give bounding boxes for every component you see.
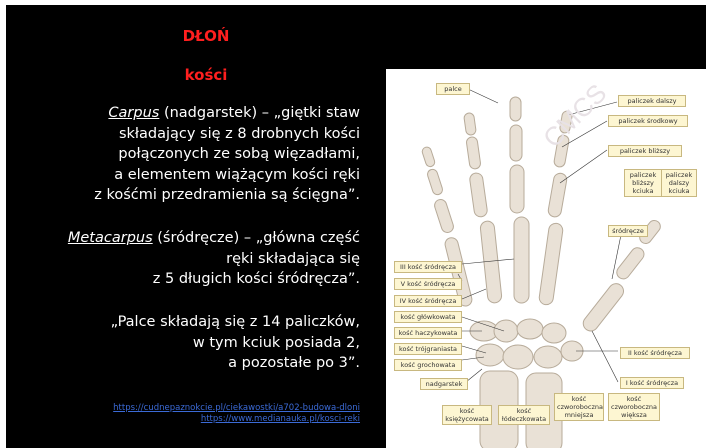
label-srodrecze: śródręcze bbox=[608, 225, 648, 237]
label-nadgarstek: nadgarstek bbox=[420, 378, 468, 390]
label-i-kosc-srodrecza: I kość śródręcza bbox=[620, 377, 684, 389]
label-kosc-ksiezycowata: kość księżycowata bbox=[442, 405, 492, 425]
watermark-text: CMCS bbox=[537, 78, 612, 153]
label-ii-kosc-srodrecza: II kość śródręcza bbox=[620, 347, 690, 359]
hand-bones-figure: CMCS palce paliczek dalszy paliczek środ… bbox=[386, 69, 706, 448]
slide-subtitle: kości bbox=[6, 66, 406, 84]
label-kosc-haczykowata: kość haczykowata bbox=[394, 327, 462, 339]
fingers-paragraph: „Palce składają się z 14 paliczków, w ty… bbox=[111, 312, 360, 374]
metacarpus-term: Metacarpus bbox=[68, 230, 153, 246]
label-kosc-czworoboczna-wieksza: kość czworoboczna większa bbox=[608, 393, 660, 421]
label-iii-kosc-srodrecza: III kość śródręcza bbox=[394, 261, 462, 273]
source-link-2[interactable]: https://www.medianauka.pl/kosci-reki bbox=[113, 414, 360, 425]
label-kosc-czworoboczna-mniejsza: kość czworoboczna mniejsza bbox=[554, 393, 604, 421]
metacarpus-paragraph: Metacarpus (śródręcze) – „główna część r… bbox=[68, 228, 360, 290]
label-palce: palce bbox=[436, 83, 470, 95]
label-kosc-lodeczkowata: kość łódeczkowata bbox=[498, 405, 550, 425]
label-paliczek-blizszy-kciuka: paliczek bliższy kciuka bbox=[624, 169, 662, 197]
slide-title: DŁOŃ bbox=[6, 27, 406, 45]
label-kosc-grochowata: kość grochowata bbox=[394, 359, 462, 371]
source-links: https://cudnepaznokcie.pl/ciekawostki/a7… bbox=[113, 403, 360, 425]
label-paliczek-dalszy-kciuka: paliczek dalszy kciuka bbox=[661, 169, 697, 197]
label-iv-kosc-srodrecza: IV kość śródręcza bbox=[394, 295, 462, 307]
label-paliczek-blizszy: paliczek bliższy bbox=[608, 145, 682, 157]
label-kosc-glowkowata: kość główkowata bbox=[394, 311, 462, 323]
source-link-1[interactable]: https://cudnepaznokcie.pl/ciekawostki/a7… bbox=[113, 403, 360, 414]
carpus-term: Carpus bbox=[108, 105, 159, 121]
label-paliczek-srodkowy: paliczek środkowy bbox=[608, 115, 688, 127]
slide: DŁOŃ kości Carpus (nadgarstek) – „giętki… bbox=[6, 5, 706, 448]
label-kosc-trojgraniasta: kość trójgraniasta bbox=[394, 343, 462, 355]
carpus-paragraph: Carpus (nadgarstek) – „giętki staw skład… bbox=[94, 103, 360, 206]
metacarpus-text: (śródręcze) – „główna część ręki składaj… bbox=[153, 230, 360, 287]
label-v-kosc-srodrecza: V kość śródręcza bbox=[394, 278, 462, 290]
label-paliczek-dalszy: paliczek dalszy bbox=[618, 95, 686, 107]
